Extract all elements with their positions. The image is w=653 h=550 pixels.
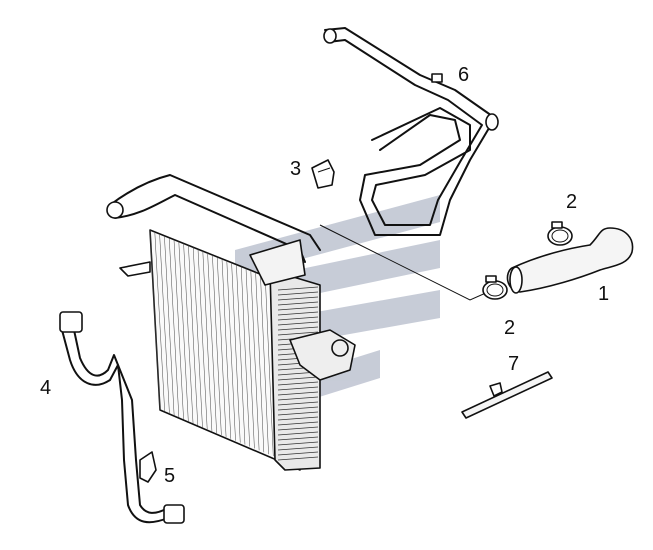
radiator-fin-line bbox=[250, 270, 260, 451]
clip-part-5 bbox=[139, 451, 157, 483]
radiator-fin-line bbox=[183, 243, 194, 424]
radiator-fin-line bbox=[231, 262, 241, 443]
radiator-fin-line bbox=[178, 241, 189, 422]
radiator-fin-line bbox=[260, 274, 269, 455]
radiator-side-fin-line bbox=[277, 426, 319, 431]
radiator-side-fin-line bbox=[277, 416, 319, 421]
radiator-side-fin-line bbox=[277, 311, 319, 316]
radiator-fin-line bbox=[264, 276, 274, 457]
radiator-fin-line bbox=[221, 258, 232, 439]
radiator-side-fin-line bbox=[277, 316, 319, 321]
radiator-fin-line bbox=[149, 229, 161, 411]
callout-7: 7 bbox=[508, 353, 519, 375]
radiator-side-fin-line bbox=[277, 396, 319, 401]
radiator-side-fin-line bbox=[277, 326, 319, 331]
radiator-side-fin-line bbox=[277, 401, 319, 406]
radiator-fin-line bbox=[207, 253, 217, 434]
radiator-side-fin-line bbox=[277, 296, 319, 301]
radiator-fin-line bbox=[192, 247, 203, 428]
callout-5: 5 bbox=[164, 465, 175, 487]
radiator-side-fin-line bbox=[277, 436, 319, 441]
radiator-side-fin-line bbox=[277, 291, 319, 296]
radiator-fin-line bbox=[159, 233, 170, 414]
radiator-fin-line bbox=[164, 235, 175, 416]
callout-2-upper: 2 bbox=[566, 191, 577, 213]
radiator-fin-line bbox=[240, 266, 250, 447]
callout-2-lower: 2 bbox=[504, 317, 515, 339]
radiator-side-fin-line bbox=[277, 306, 319, 311]
radiator-side-fin-line bbox=[277, 386, 319, 391]
hose-part-6 bbox=[323, 27, 499, 236]
radiator-fin-line bbox=[255, 272, 265, 453]
radiator-side-fin-line bbox=[277, 376, 319, 381]
radiator-fin-line bbox=[216, 256, 227, 437]
hose-clamp-part-2-upper bbox=[547, 221, 573, 246]
radiator-side-fin-line bbox=[277, 446, 319, 451]
radiator-fin-line bbox=[188, 245, 199, 426]
radiator-fins bbox=[149, 229, 279, 459]
radiator-fin-line bbox=[197, 249, 208, 430]
radiator-side-fin-line bbox=[277, 301, 319, 306]
leader-line bbox=[319, 224, 489, 301]
radiator-fin-line bbox=[245, 268, 255, 449]
radiator-fin-line bbox=[154, 231, 165, 412]
clip-part-3 bbox=[311, 159, 335, 189]
radiator-side-fin-line bbox=[277, 411, 319, 416]
radiator-side-fin-line bbox=[277, 286, 319, 291]
radiator-fin-line bbox=[212, 254, 222, 435]
radiator-side-fin-line bbox=[277, 321, 319, 326]
radiator-side-fin-line bbox=[277, 406, 319, 411]
radiator-side-fin-line bbox=[277, 391, 319, 396]
radiator-fin-line bbox=[236, 264, 246, 445]
radiator-fin-line bbox=[202, 251, 213, 432]
top-tank-hose bbox=[106, 174, 321, 286]
callout-6: 6 bbox=[458, 64, 469, 86]
callout-4: 4 bbox=[40, 377, 51, 399]
radiator bbox=[119, 229, 356, 471]
radiator-side-fin-line bbox=[277, 456, 319, 461]
radiator-side-fin-line bbox=[277, 441, 319, 446]
radiator-side-fin-line bbox=[277, 451, 319, 456]
radiator-fin-line bbox=[226, 260, 236, 441]
radiator-side-fin-line bbox=[277, 431, 319, 436]
radiator-fin-line bbox=[173, 239, 184, 420]
callout-1: 1 bbox=[598, 283, 609, 305]
hose-part-4 bbox=[59, 311, 185, 524]
radiator-fin-line bbox=[168, 237, 180, 418]
strap-part-7 bbox=[461, 371, 553, 419]
callout-3: 3 bbox=[290, 158, 301, 180]
radiator-side-fin-line bbox=[277, 421, 319, 426]
radiator-side-fin-line bbox=[277, 381, 319, 386]
radiator-side-fin-line bbox=[277, 331, 319, 336]
hose-clamp-part-2-lower bbox=[482, 275, 508, 300]
hose-part-1 bbox=[506, 227, 634, 294]
